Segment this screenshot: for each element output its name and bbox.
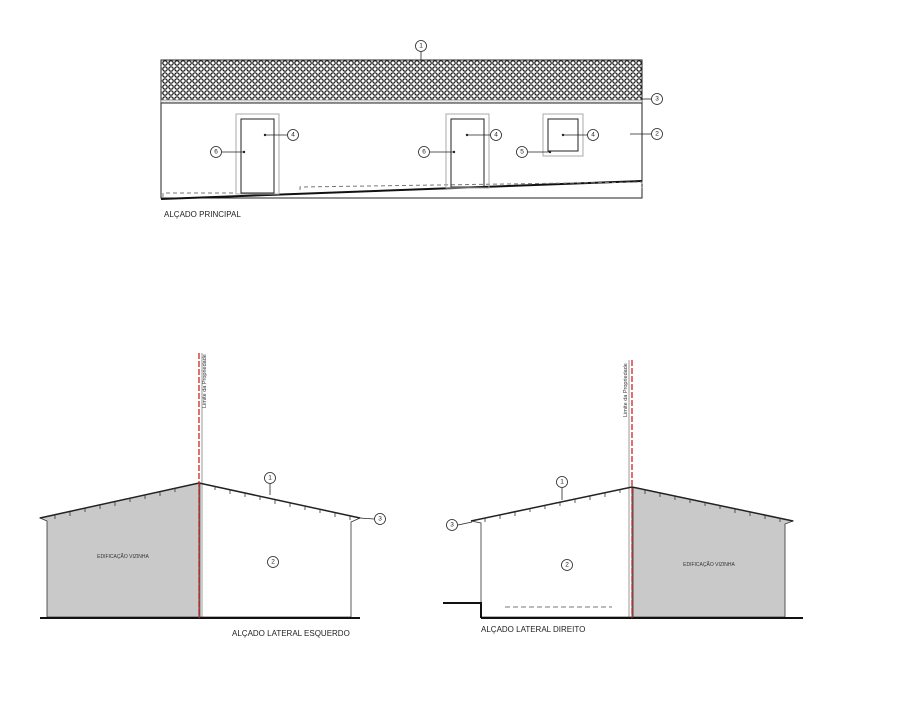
- left-elevation-title: ALÇADO LATERAL ESQUERDO: [232, 629, 350, 638]
- right-terrain-step: [443, 602, 482, 618]
- right-neighbor-label: EDIFICAÇÃO VIZINHA: [683, 561, 735, 568]
- left-boundary-label: Limite da Propriedade: [202, 354, 208, 408]
- left-house-wall: [199, 482, 362, 618]
- front-door-2: [450, 118, 485, 188]
- front-marker-door-1: 4: [287, 129, 299, 141]
- svg-text:3: 3: [378, 516, 382, 523]
- svg-text:1: 1: [560, 479, 564, 486]
- front-ground-line: [160, 180, 643, 200]
- right-marker-wall: 2: [561, 559, 573, 571]
- svg-text:6: 6: [422, 149, 426, 156]
- front-door-1-frame: [235, 113, 280, 195]
- svg-text:6: 6: [214, 149, 218, 156]
- front-marker-door-2: 4: [490, 129, 502, 141]
- right-marker-roof: 1: [556, 476, 568, 488]
- front-elevation: 1 3 2 4 4 4 6 6 5 ALÇADO PRINCIPAL: [160, 40, 663, 219]
- front-door-1: [240, 118, 275, 194]
- left-neighbor-building: [38, 482, 200, 618]
- front-elevation-title: ALÇADO PRINCIPAL: [164, 210, 241, 219]
- svg-text:4: 4: [494, 132, 498, 139]
- svg-text:3: 3: [450, 522, 454, 529]
- front-base-dashed-right: [299, 181, 643, 190]
- right-marker-eave: 3: [446, 519, 458, 531]
- front-door-2-frame: [445, 113, 490, 189]
- front-marker-wall: 2: [651, 128, 663, 140]
- front-roof-tiles: [160, 59, 643, 103]
- right-house-wall: [470, 486, 633, 618]
- left-marker-eave: 3: [374, 513, 386, 525]
- left-elevation: Limite da Propriedade EDIFICAÇÃO VIZINHA…: [38, 353, 386, 638]
- right-boundary-label: Limite da Propriedade: [623, 363, 629, 417]
- right-roof-line: [470, 486, 794, 522]
- left-marker-wall: 2: [267, 556, 279, 568]
- front-base-dashed-left: [162, 192, 236, 197]
- left-neighbor-label: EDIFICAÇÃO VIZINHA: [97, 553, 149, 560]
- left-roof-rafters: [54, 486, 351, 520]
- front-marker-roof: 1: [415, 40, 427, 52]
- right-elevation-title: ALÇADO LATERAL DIREITO: [481, 625, 585, 634]
- svg-text:5: 5: [520, 149, 524, 156]
- front-marker-eave: 3: [651, 93, 663, 105]
- front-marker-frame-3: 5: [516, 146, 528, 158]
- svg-text:3: 3: [655, 96, 659, 103]
- front-marker-window: 4: [587, 129, 599, 141]
- front-marker-frame-2: 6: [418, 146, 430, 158]
- front-marker-frame-1: 6: [210, 146, 222, 158]
- svg-text:4: 4: [291, 132, 295, 139]
- right-neighbor-building: [632, 486, 795, 618]
- right-elevation: Limite da Propriedade EDIFICAÇÃO VIZINHA…: [443, 360, 803, 634]
- svg-text:2: 2: [655, 131, 659, 138]
- svg-text:2: 2: [565, 562, 569, 569]
- left-marker-roof: 1: [264, 472, 276, 484]
- svg-text:4: 4: [591, 132, 595, 139]
- svg-text:1: 1: [268, 475, 272, 482]
- right-roof-rafters: [484, 489, 781, 522]
- svg-text:1: 1: [419, 43, 423, 50]
- svg-text:2: 2: [271, 559, 275, 566]
